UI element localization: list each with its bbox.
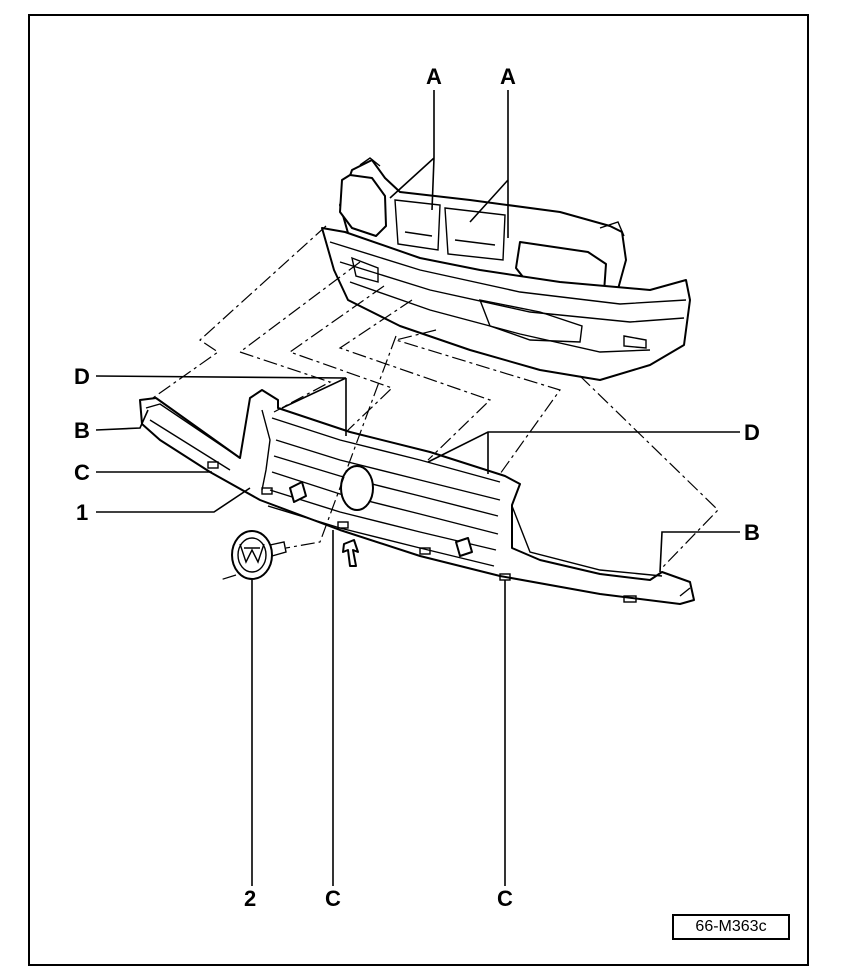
callout-d-left: D bbox=[74, 364, 90, 389]
front-bumper-assembly bbox=[321, 157, 691, 381]
callout-c-left: C bbox=[74, 460, 90, 485]
callout-c-bottom-mid: C bbox=[325, 886, 341, 911]
callout-b-left: B bbox=[74, 418, 90, 443]
callout-part-1: 1 bbox=[76, 500, 88, 525]
leader-lines bbox=[95, 90, 740, 886]
callout-b-right: B bbox=[744, 520, 760, 545]
figure-reference-code: 66-M363c bbox=[672, 914, 790, 940]
radiator-grille bbox=[139, 389, 695, 605]
callout-d-right: D bbox=[744, 420, 760, 445]
callout-a-left: A bbox=[426, 64, 442, 89]
callout-c-bottom-right: C bbox=[497, 886, 513, 911]
diagram-frame bbox=[28, 14, 809, 966]
callout-a-right: A bbox=[500, 64, 516, 89]
callout-part-2: 2 bbox=[244, 886, 256, 911]
vw-emblem bbox=[231, 530, 287, 580]
